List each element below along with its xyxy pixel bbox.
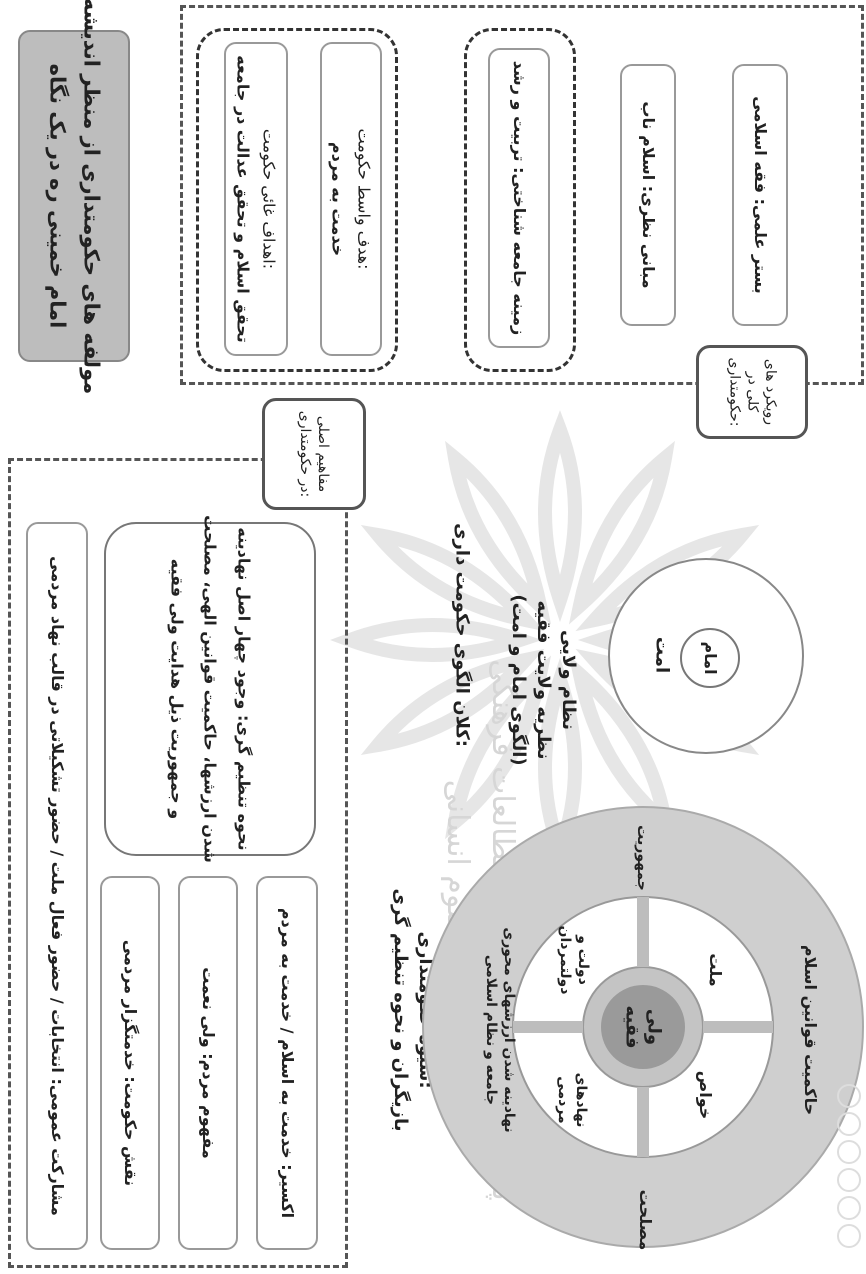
rosette-petal (360, 648, 545, 755)
elixir-box: اکسیر: خدمت به اسلام / خدمت به مردم (256, 876, 318, 1250)
rosette-petal (445, 655, 552, 840)
segment-nation: ملت (705, 953, 725, 987)
approaches-label-box: رویکرد های کلی در حکومتداری: (696, 345, 808, 439)
people-concept-box: مفهوم مردم: ولی نعمت (178, 876, 238, 1250)
icon-circle-6 (837, 1224, 861, 1248)
icon-circle-2 (837, 1112, 861, 1136)
rosette-petal (538, 410, 582, 623)
regulation-box: نحوه تنظیم گری: وجود چهار اصل نهادینه شد… (104, 515, 316, 863)
ring-label-left: حاکمیت قوانین اسلام (800, 944, 820, 1116)
ring-label-top: جمهوریت (634, 825, 651, 891)
approaches-region (180, 5, 864, 385)
title-box: مولفه های حکومتداری از منظر اندیشه امام … (18, 0, 130, 394)
participation-box: مشارکت عمومی: انتخابات / حضور فعال ملت /… (26, 522, 88, 1250)
divider-top (637, 897, 649, 967)
goal-intermediate-box: هدف واسط حکومت: خدمت به مردم (320, 42, 382, 356)
gov-role-box: نقش حکومت: خدمتگزار مردمی (100, 876, 160, 1250)
segment-state: دولت و دولتمردان (557, 925, 592, 995)
icon-circle-5 (837, 1196, 861, 1220)
icon-circle-1 (837, 1084, 861, 1108)
context-group (464, 28, 576, 372)
goal-final-box: اهداف غائی حکومت: تحقق اسلام و تحقق عدال… (224, 42, 288, 356)
footer-icons (836, 1080, 862, 1270)
rosette-petal (330, 618, 543, 662)
goals-group (196, 28, 398, 372)
divider-right (703, 1021, 773, 1033)
divider-left (513, 1021, 583, 1033)
center-label: ولی فقیه (622, 1005, 665, 1049)
icon-circle-4 (837, 1168, 861, 1192)
concepts-label-box: مفاهیم اصلی در حکومتداری: (262, 398, 366, 510)
context-box: زمینه جامعه شناختی: تربیت و رشد (488, 48, 550, 348)
rosette-petal (568, 440, 675, 625)
rosette-petal (445, 440, 552, 625)
segment-elites: خواص (695, 1070, 715, 1120)
ring-label-right: نهادینه شدن ارزشهای محوری جامعه و نظام ا… (483, 927, 518, 1133)
concepts-region (8, 458, 348, 1268)
rosette-petal (360, 525, 545, 632)
ring-label-bottom: مصلحت (635, 1189, 655, 1251)
scientific-box: بستر علمی: فقه اسلامی (732, 64, 788, 326)
segment-institutions: نهادهای مردمی (555, 1072, 590, 1128)
theory-box: مبانی نظری: اسلام ناب (620, 64, 676, 326)
divider-bottom (637, 1087, 649, 1157)
center-circle (601, 985, 685, 1069)
imam-circle: امام (680, 628, 740, 688)
icon-circle-3 (837, 1140, 861, 1164)
